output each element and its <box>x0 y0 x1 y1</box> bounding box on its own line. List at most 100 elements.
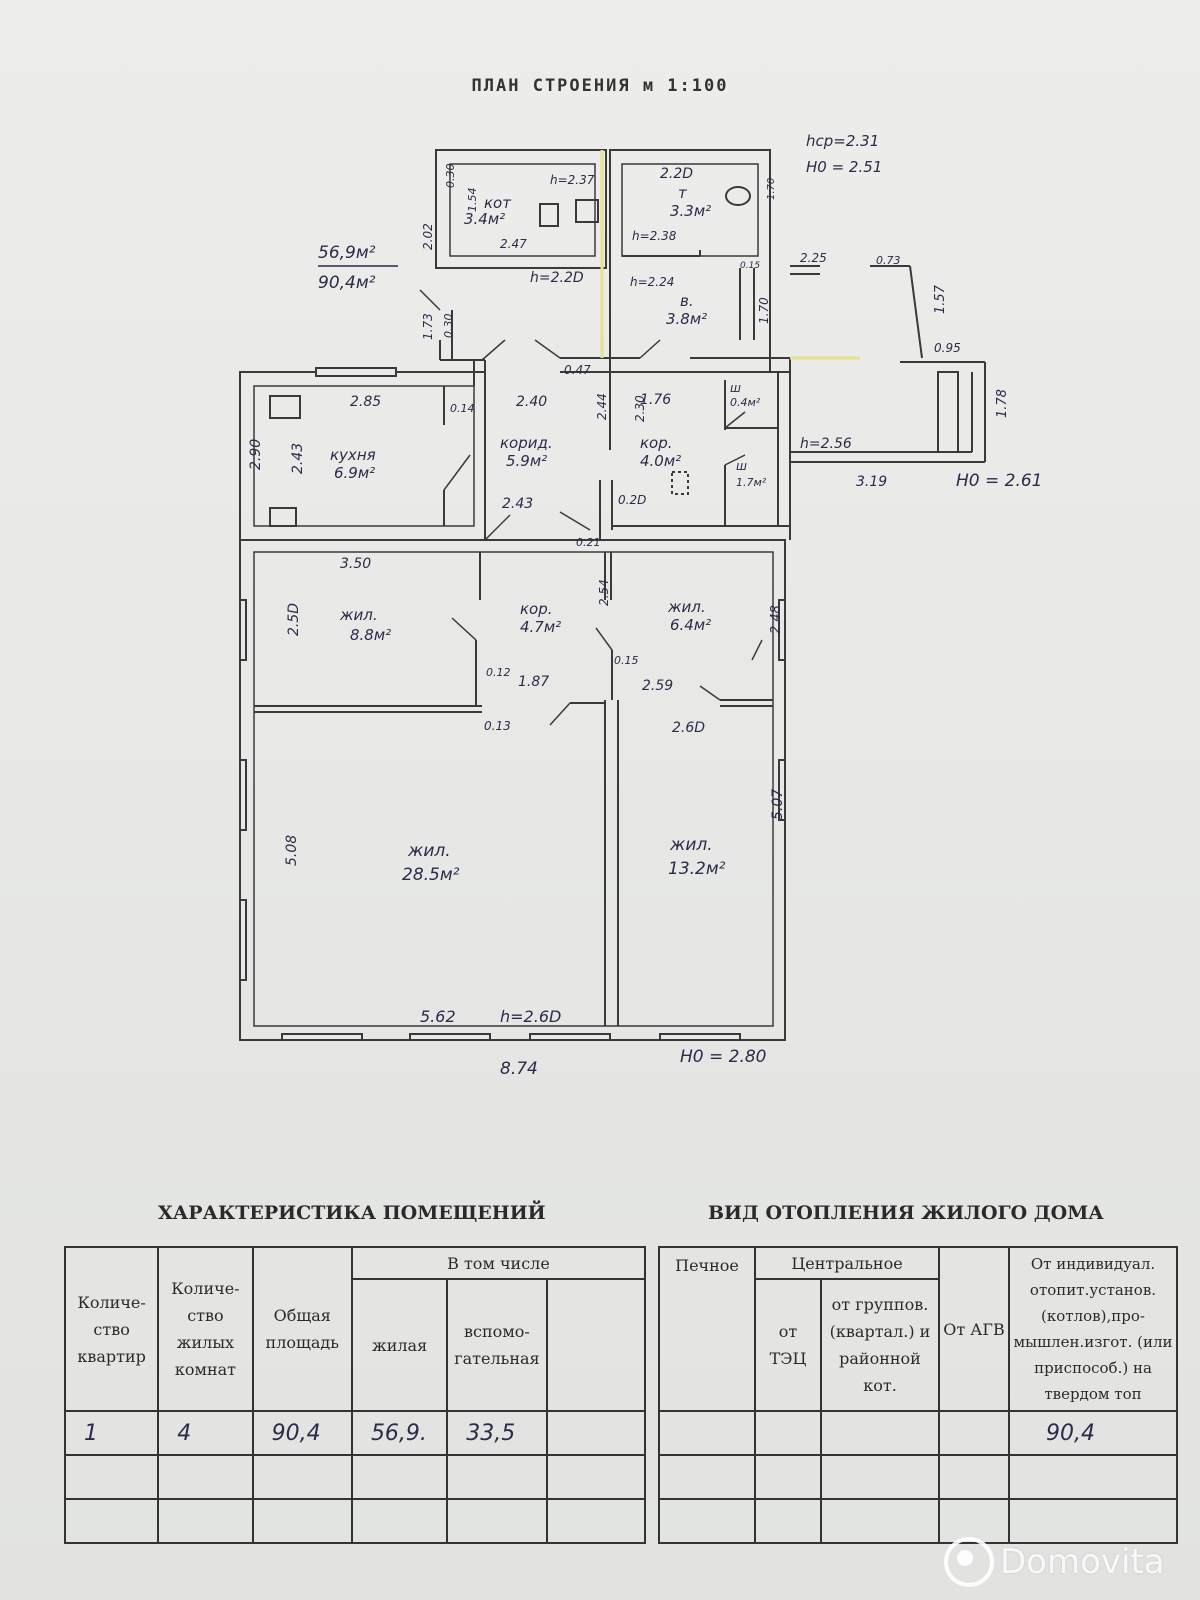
table2-title: ВИД ОТОПЛЕНИЯ ЖИЛОГО ДОМА <box>708 1202 1104 1224</box>
room-name: кухня <box>330 446 376 464</box>
floor-plan: 56,9м² 90,4м² hср=2.31 H0 = 2.51 H0 = 2.… <box>239 132 1043 1079</box>
dimension: 0.95 <box>934 341 961 355</box>
dimension: h=2.38 <box>632 229 677 243</box>
dimension: 0.30 <box>444 164 457 189</box>
dimension: 0.47 <box>564 363 591 377</box>
dimension: 0.12 <box>486 666 511 679</box>
dimension: 2.48 <box>769 605 784 634</box>
table-row: 90,4 <box>658 1410 1178 1456</box>
header-apartments: Количе- ство квартир <box>63 1246 160 1412</box>
room-name: жил. <box>339 606 378 624</box>
dimension: 5.08 <box>284 835 300 866</box>
window <box>315 367 397 377</box>
room-area: 5.9м² <box>506 452 547 470</box>
dimension: 5.07 <box>770 789 786 820</box>
dimension: 8.74 <box>500 1059 538 1079</box>
dimension: 3.50 <box>340 556 371 572</box>
dimension: 2.90 <box>248 439 264 470</box>
heating-type-table: Печное Центральное От АГВ От индивидуал.… <box>658 1246 1178 1544</box>
table-row <box>63 1498 647 1544</box>
window <box>529 1033 611 1041</box>
header-total-area: Общая площадь <box>251 1246 353 1412</box>
dimension: 1.57 <box>933 284 948 314</box>
dimension: 2.25 <box>800 251 827 265</box>
room-name: т <box>678 184 688 202</box>
dimension: 5.62 <box>420 1007 456 1026</box>
header-group: от группов. (квартал.) и районной кот. <box>820 1278 940 1412</box>
dimension: 1.54 <box>466 188 479 213</box>
room-name: ш <box>730 381 741 395</box>
header-empty <box>545 1278 647 1412</box>
header-stove: Печное <box>658 1246 756 1412</box>
main-house-inner <box>253 551 774 1027</box>
window <box>778 759 786 821</box>
area-total-label: 90,4м² <box>318 273 376 293</box>
header-individual: От индивидуал. отопит.установ. (котлов),… <box>1008 1246 1178 1412</box>
dimension: 1.87 <box>518 674 549 690</box>
dimension: 2.5D <box>286 603 302 636</box>
room-area: 1.7м² <box>736 476 767 489</box>
dimension: 1.70 <box>757 297 771 324</box>
dimension: h=2.24 <box>630 275 674 289</box>
room-area: 4.0м² <box>640 452 681 470</box>
dimension: 2.85 <box>350 394 381 410</box>
header-tec: от ТЭЦ <box>754 1278 822 1412</box>
room-area: 6.9м² <box>334 464 375 482</box>
bathtub <box>725 186 751 206</box>
room-name: жил. <box>407 841 451 861</box>
dimension: 2.47 <box>500 237 527 251</box>
rooms-characteristics-table: Количе- ство квартир Количе- ство жилых … <box>63 1246 647 1544</box>
dimension: 2.6D <box>672 720 705 736</box>
table-row <box>63 1454 647 1500</box>
dimension: 1.78 <box>995 389 1010 418</box>
room-area: 3.3м² <box>670 202 711 220</box>
cell-individual: 90,4 <box>1008 1410 1178 1456</box>
header-living: жилая <box>350 1278 449 1412</box>
cell-rooms: 4 <box>157 1410 254 1456</box>
dimension: h=2.56 <box>800 436 852 452</box>
room-area: 13.2м² <box>668 859 726 879</box>
plan-title: ПЛАН СТРОЕНИЯ м 1:100 <box>471 76 729 96</box>
header-living-rooms: Количе- ство жилых комнат <box>157 1246 254 1412</box>
cell-apartments: 1 <box>63 1410 160 1456</box>
room-name: жил. <box>667 598 706 616</box>
dimension: 3.19 <box>856 474 887 490</box>
fixture <box>539 203 559 227</box>
dimension: 0.21 <box>576 536 601 549</box>
room-name: кот <box>484 194 512 212</box>
dimension: 0.15 <box>740 261 760 271</box>
window <box>239 759 247 831</box>
room-area: 4.7м² <box>520 618 561 636</box>
window <box>778 599 786 661</box>
dimension: 2.43 <box>502 496 533 512</box>
watermark-text: Domovita <box>1000 1542 1165 1582</box>
room-name: жил. <box>669 835 713 855</box>
dimension: 1.76 <box>640 392 671 408</box>
room-name: кор. <box>520 600 553 618</box>
dimension: h=2.37 <box>550 173 595 187</box>
stove <box>269 395 301 419</box>
room-area: 6.4м² <box>670 616 711 634</box>
area-living-label: 56,9м² <box>318 243 376 263</box>
room-name: кор. <box>640 434 673 452</box>
room-name: ш <box>736 459 747 473</box>
height-label: H0 = 2.51 <box>806 158 882 176</box>
room-area: 0.4м² <box>730 396 761 409</box>
dimension: 2.59 <box>642 678 673 694</box>
dimension: 0.13 <box>484 719 511 733</box>
dimension: 2.30 <box>633 395 647 422</box>
dimension: 0.14 <box>450 402 475 415</box>
dimension: 2.02 <box>421 223 435 250</box>
dimension: 2.40 <box>516 394 547 410</box>
room-name: в. <box>680 292 694 310</box>
dimension: 1.73 <box>421 313 435 340</box>
table-row <box>658 1454 1178 1500</box>
dimension: 0.73 <box>876 254 901 267</box>
watermark: Domovita <box>944 1537 1165 1587</box>
domovita-logo-icon <box>944 1537 994 1587</box>
dimension: 2.2D <box>660 166 693 182</box>
dimension: 0.2D <box>618 493 646 507</box>
room-area: 3.4м² <box>464 210 505 228</box>
room-name: корид. <box>500 434 553 452</box>
fixture <box>937 371 959 453</box>
